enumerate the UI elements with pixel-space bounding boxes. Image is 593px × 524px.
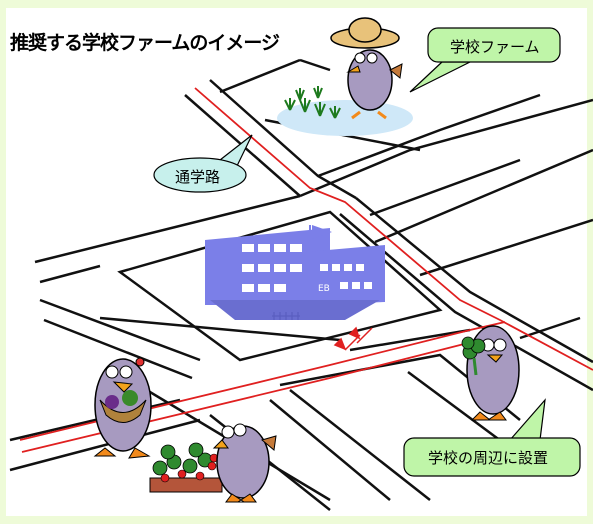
school-route-label: 通学路 [175,168,221,186]
school-farm-callout-bubble [409,27,561,93]
near-school-label: 学校の周辺に設置 [428,449,549,467]
school-farm-label: 学校ファーム [450,38,540,56]
bird-with-broccoli-icon [461,325,520,421]
flag-icon [312,225,332,239]
rice-seedlings-icon [284,86,341,119]
page-title: 推奨する学校ファームのイメージ [10,28,286,55]
school-gate [272,312,300,320]
bird-with-strawberry-icon [212,423,277,503]
school-route-callout-bubble [153,134,253,193]
route-arrows [333,326,373,351]
school-building-icon: EB [205,225,385,320]
bird-with-vegetables-icon [93,357,152,459]
entrance-text: EB [318,284,330,294]
near-school-callout-bubble [403,398,581,477]
title-text: 推奨する学校ファームのイメージ [10,32,280,54]
farm-water-plot [277,100,413,136]
strawberry-plants-icon [149,442,223,493]
farmer-bird-icon [330,17,403,120]
